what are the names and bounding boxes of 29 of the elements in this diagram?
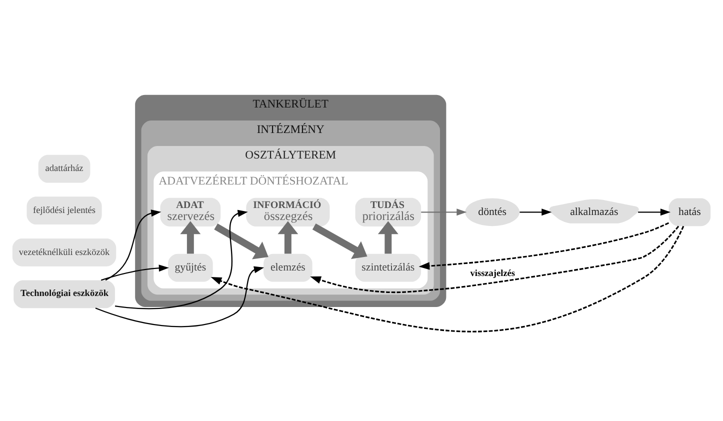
- arrow: [105, 210, 162, 281]
- arrow: [310, 226, 680, 294]
- arrow: [278, 221, 298, 254]
- node-box: adattárház: [38, 154, 90, 183]
- arrow: [421, 208, 467, 216]
- arrow: [210, 226, 684, 332]
- node-ellipse: alkalmazás: [549, 199, 639, 224]
- edge-label: visszajelzés: [470, 269, 516, 280]
- node-box: vezetéknélküli eszközök: [12, 238, 116, 266]
- arrow: [100, 264, 169, 281]
- node-box: hatás: [668, 198, 711, 226]
- arrow: [114, 210, 248, 310]
- node-box: TUDÁS priorizálás: [355, 198, 422, 226]
- arrow: [180, 221, 201, 254]
- node-ellipse: döntés: [465, 198, 520, 226]
- node-box: INFORMÁCIÓ összegzés: [246, 198, 330, 226]
- arrow: [378, 221, 398, 254]
- arrow: [312, 223, 368, 260]
- node-box: Technológiai eszközök: [14, 280, 115, 308]
- node-box: fejlődési jelentés: [26, 196, 102, 225]
- node-box: szintetizálás: [355, 254, 422, 282]
- node-box: ADAT szervezés: [160, 198, 221, 226]
- node-box: gyűjtés: [168, 254, 213, 282]
- arrow: [214, 223, 268, 260]
- arrow: [95, 266, 264, 328]
- arrow: [418, 222, 670, 270]
- node-box: elemzés: [264, 254, 312, 282]
- arrow: [520, 208, 552, 216]
- arrow: [638, 208, 671, 216]
